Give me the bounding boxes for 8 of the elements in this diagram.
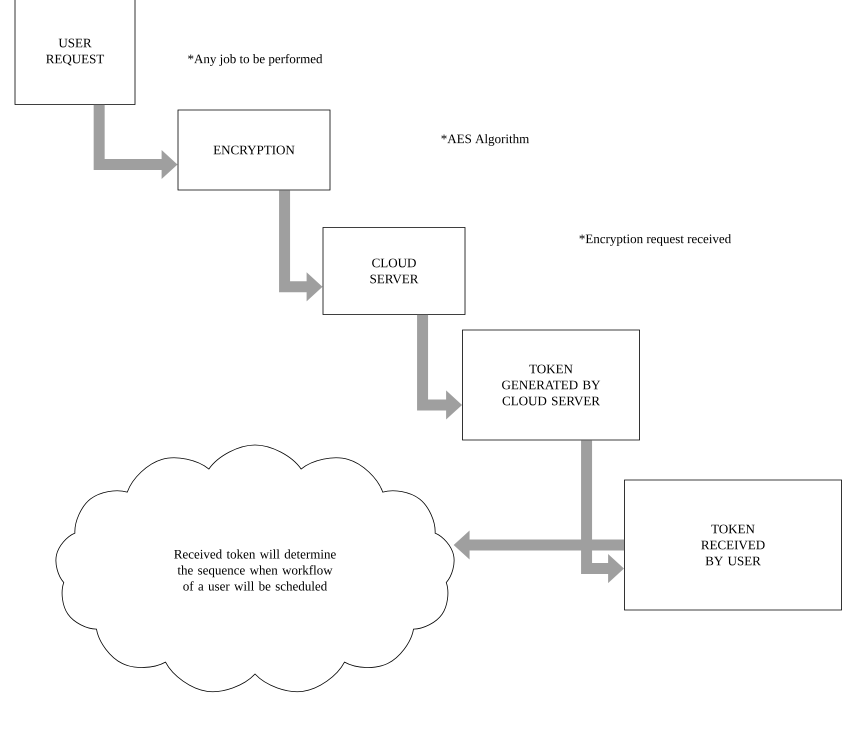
note-text: *AES Algorithm <box>441 134 530 146</box>
note-text: *Encryption request received <box>579 234 732 246</box>
note-text: *Any job to be performed <box>188 54 322 66</box>
process-box: TOKEN GENERATED BY CLOUD SERVER <box>462 330 640 440</box>
process-box: ENCRYPTION <box>178 110 330 190</box>
process-box: CLOUD SERVER <box>322 227 466 315</box>
process-box: TOKEN RECEIVED BY USER <box>624 480 842 610</box>
process-box: USER REQUEST <box>14 0 136 105</box>
